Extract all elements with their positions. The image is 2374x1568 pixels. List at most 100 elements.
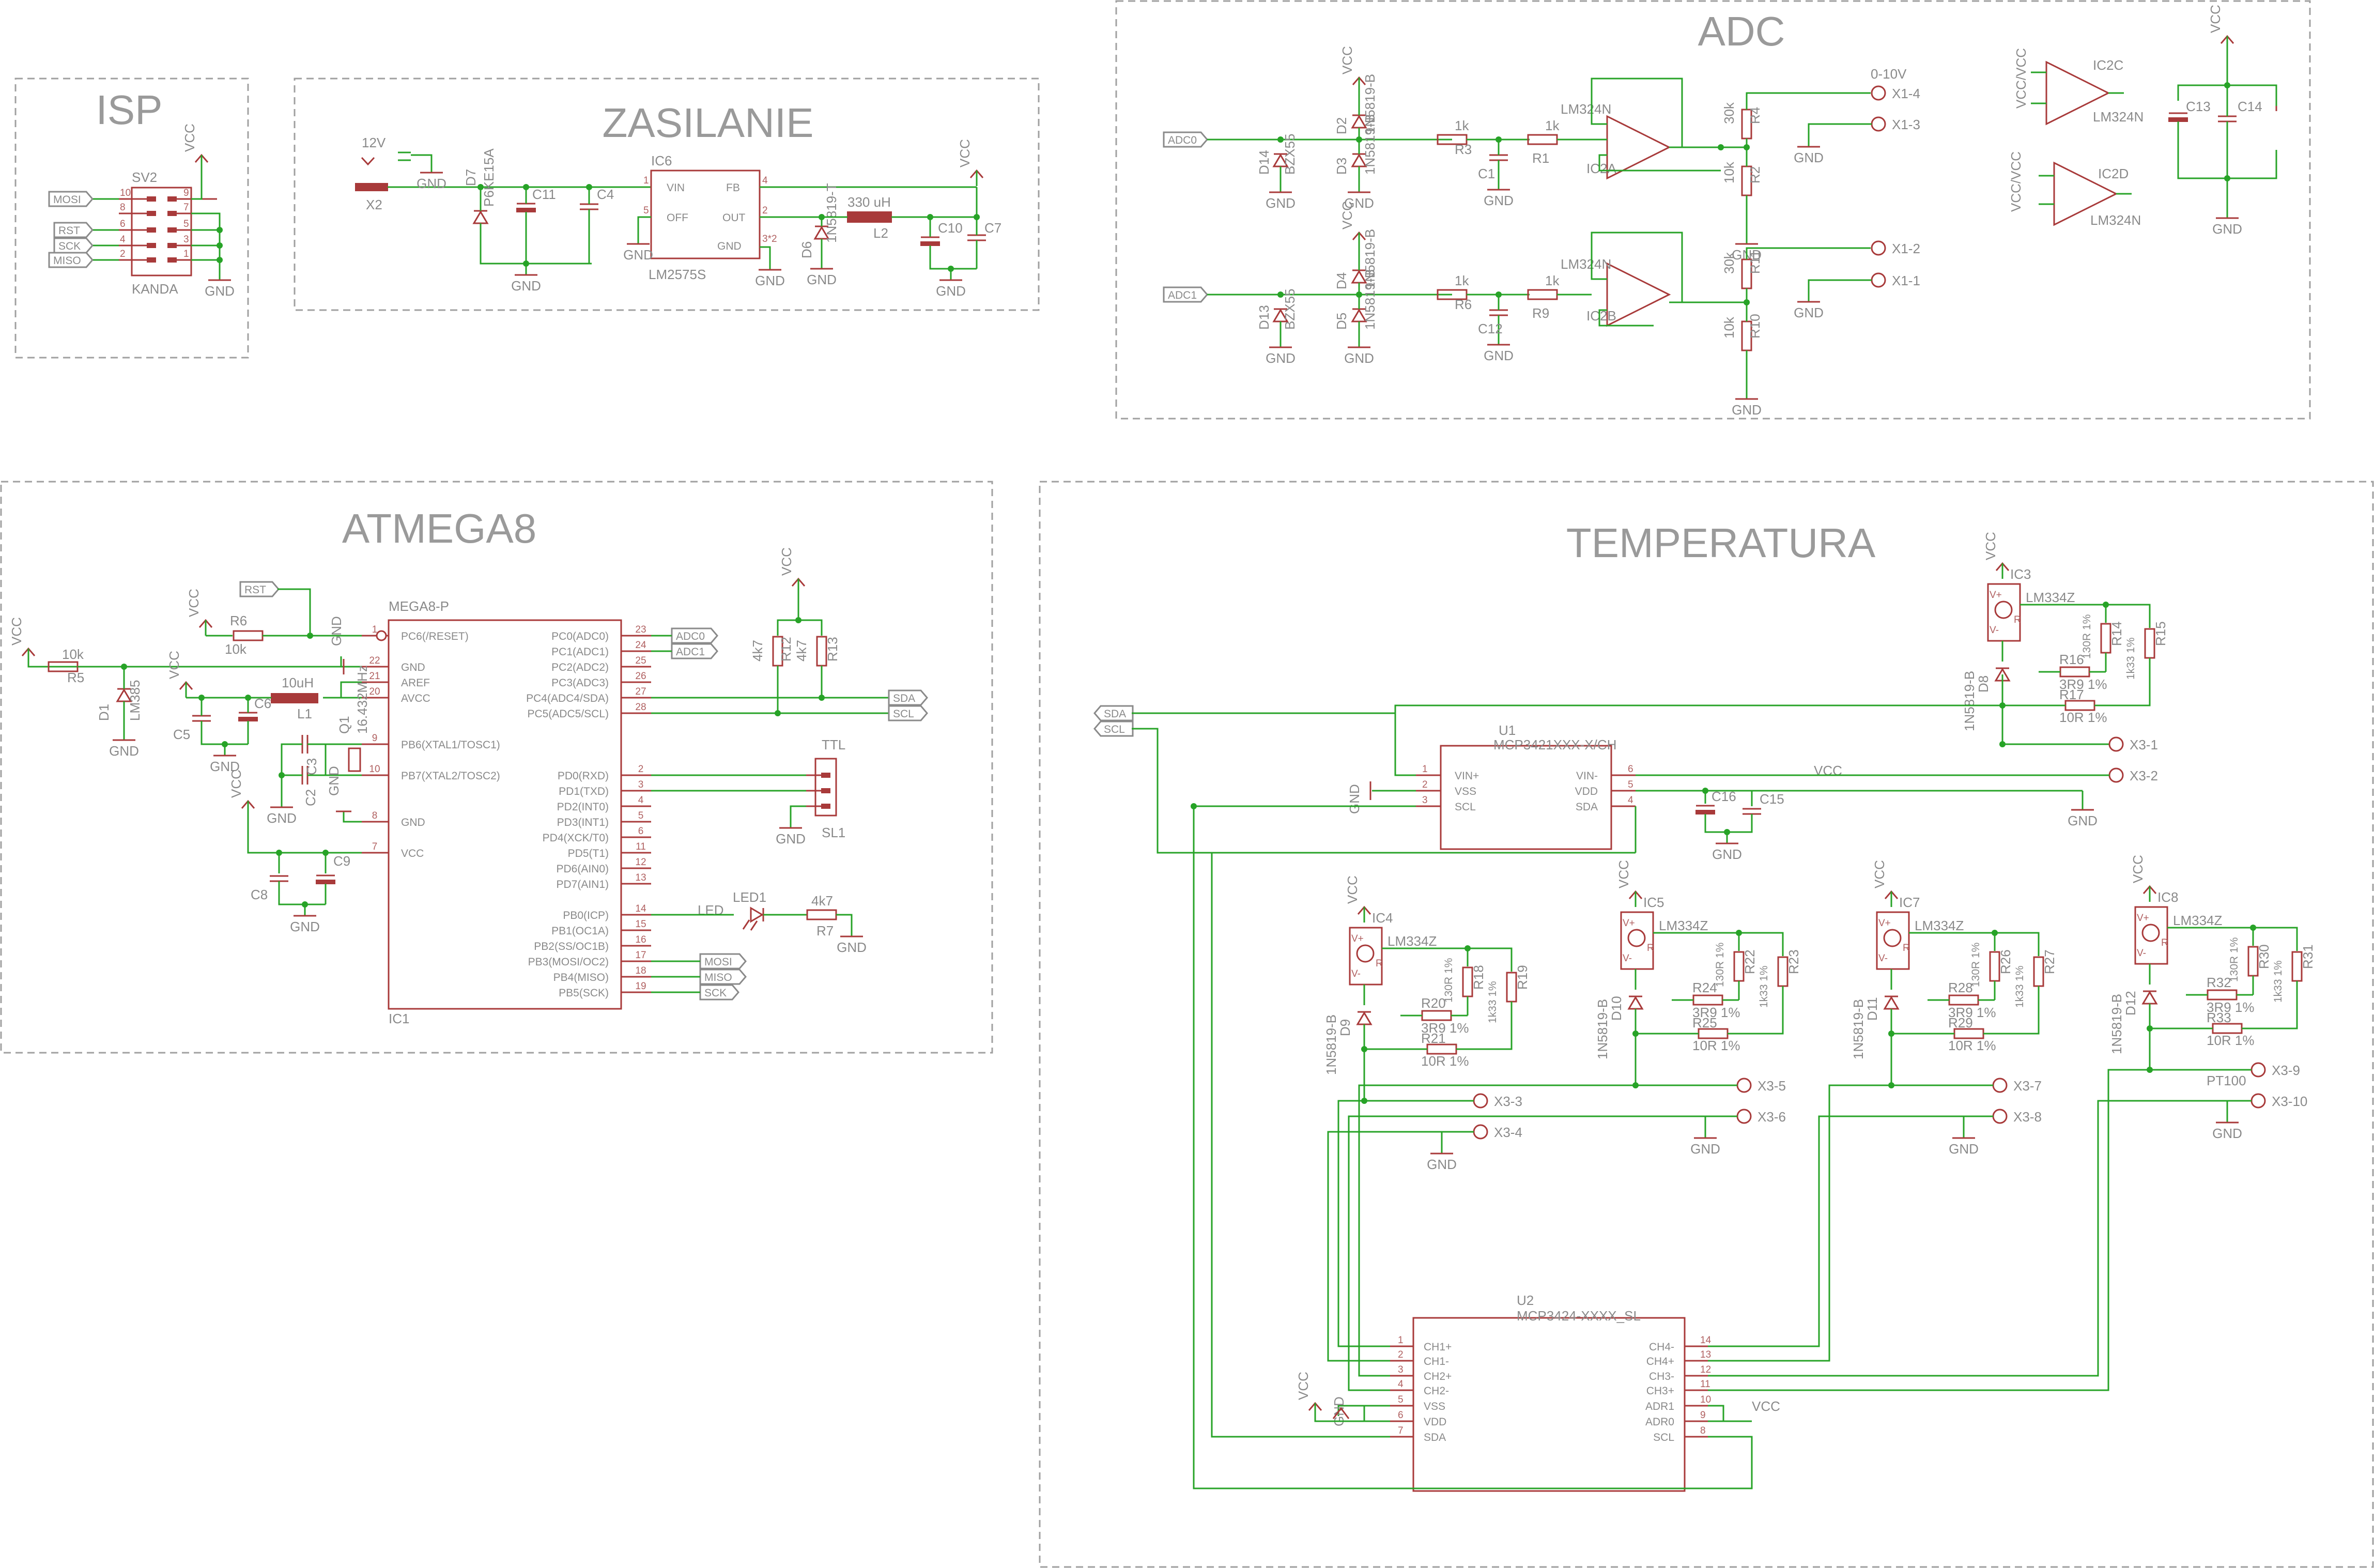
wire (1591, 78, 1683, 147)
current-source-ic4 (1349, 927, 1383, 986)
wire (1705, 790, 1753, 806)
ic2c-vcc-label: VCC/VCC (2013, 48, 2029, 109)
isp-pin-pad (147, 196, 156, 202)
wire (1394, 704, 2002, 713)
r28-label: R28 (1948, 980, 1973, 995)
range-label: 0-10V (1871, 66, 1907, 82)
section-frame-adc (1115, 0, 2311, 420)
u1-pin-name: VDD (1575, 786, 1598, 797)
junction-dot (322, 850, 329, 856)
junction-dot (795, 617, 801, 623)
ttl-pin-pad (821, 804, 830, 809)
mcu-pin-num: 17 (635, 950, 646, 961)
isp-flag-miso-text: MISO (53, 255, 81, 267)
wire (27, 664, 49, 668)
pin-vplus: V+ (1351, 933, 1364, 944)
reset-inversion (376, 630, 387, 641)
wire (191, 212, 221, 261)
regulator-ic6 (650, 170, 761, 259)
u2-pin-name: CH3+ (1646, 1385, 1674, 1397)
u2-pin-name: CH1+ (1424, 1341, 1452, 1353)
u2-pin-name: ADR1 (1645, 1401, 1674, 1412)
wire (278, 588, 362, 637)
flag-adc1 (671, 643, 718, 659)
c7-label: C7 (984, 220, 1001, 236)
wire (1704, 814, 1753, 833)
r12-label: R12 (778, 637, 794, 662)
pin-r: R (1903, 943, 1910, 954)
wire (777, 594, 799, 636)
wire (480, 223, 592, 265)
mcu-pin-num: 10 (369, 764, 380, 775)
r16-value: 3R9 1% (2059, 677, 2107, 692)
junction-dot (217, 227, 223, 233)
mcu-pin-num: 28 (635, 702, 646, 713)
r2-value: 10k (1721, 161, 1737, 183)
ic4-value: LM334Z (1388, 933, 1437, 949)
isp-name: SV2 (132, 170, 157, 185)
junction-dot (276, 850, 282, 856)
u2-pin-num: 9 (1700, 1410, 1706, 1421)
u1-pin-num: 5 (1628, 779, 1633, 790)
junction-dot (1277, 136, 1284, 143)
mcu-pin-num: 27 (635, 686, 646, 697)
wire (1708, 1100, 2252, 1377)
section-title-zasilanie: ZASILANIE (602, 100, 813, 146)
r30-label: R30 (2256, 944, 2272, 969)
mcu-pin-name: PC2(ADC2) (551, 662, 609, 673)
mcu-pin-num: 16 (635, 934, 646, 945)
section-frame-isp (14, 78, 249, 359)
vcc-label: VCC (228, 770, 244, 798)
u2-pin-num: 13 (1700, 1349, 1711, 1360)
c13-label: C13 (2186, 99, 2211, 114)
c14-label: C14 (2238, 99, 2262, 114)
ic6-pin-vin: VIN (667, 182, 685, 194)
mcu-pin-name: PD5(T1) (568, 848, 609, 859)
terminal-x3-3-label: X3-3 (1494, 1094, 1522, 1109)
terminal-x1-2-label: X1-2 (1892, 241, 1920, 256)
r29-value: 10R 1% (1948, 1038, 1996, 1053)
terminal-x3-3 (1473, 1093, 1488, 1109)
flag-mosi-mcu (699, 953, 747, 970)
r17-value: 10R 1% (2059, 710, 2107, 725)
ic3-label: IC3 (2010, 566, 2031, 582)
vcc-label: VCC (2208, 5, 2223, 33)
pin-vminus: V- (1623, 953, 1632, 964)
mcu-pin-name: PC5(ADC5/SCL) (527, 708, 609, 720)
junction-dot (586, 184, 592, 190)
wire (278, 881, 326, 905)
r27-value: 1k33 1% (2014, 965, 2026, 1008)
pin-vminus: V- (1990, 625, 1999, 636)
wire (1963, 1115, 1993, 1127)
mcu-pin-num: 2 (638, 764, 644, 775)
mcu-pin-num: 13 (635, 872, 646, 883)
junction-dot (279, 772, 285, 778)
r26-value: 130R 1% (1970, 943, 1982, 987)
vcc-label: VCC (1339, 201, 1355, 229)
gnd-label: GND (1732, 402, 1762, 418)
ic6-pin-num: 2 (762, 205, 768, 216)
d1-value: LM385 (127, 680, 143, 721)
wire (1746, 92, 1871, 110)
r9-value: 1k (1545, 273, 1560, 288)
section-title-adc: ADC (1698, 8, 1785, 54)
flag-sda-temp (1093, 705, 1134, 721)
u1-pin-name: VIN- (1576, 770, 1598, 782)
wire (798, 619, 823, 636)
flag-miso-mcu (699, 969, 747, 985)
ic2c-label: IC2C (2093, 57, 2123, 73)
mcu-pin-name: PB6(XTAL1/TOSC1) (401, 739, 500, 751)
c16-label: C16 (1712, 789, 1736, 804)
pin-vplus: V+ (1623, 918, 1635, 929)
c16 (1695, 810, 1715, 814)
gnd-label: GND (267, 810, 297, 826)
d7-label: D7 (463, 169, 479, 186)
mcu-pin-num: 15 (635, 919, 646, 930)
terminal-x3-2 (2108, 767, 2124, 783)
vcc-label: VCC (182, 124, 197, 152)
ic2d-vcc-label: VCC/VCC (2008, 151, 2024, 212)
u2-pin-num: 10 (1700, 1394, 1711, 1405)
c9-label: C9 (333, 853, 350, 869)
flag-scl-temp (1093, 720, 1134, 737)
mcu-pin-name: PD6(AIN0) (556, 863, 609, 875)
